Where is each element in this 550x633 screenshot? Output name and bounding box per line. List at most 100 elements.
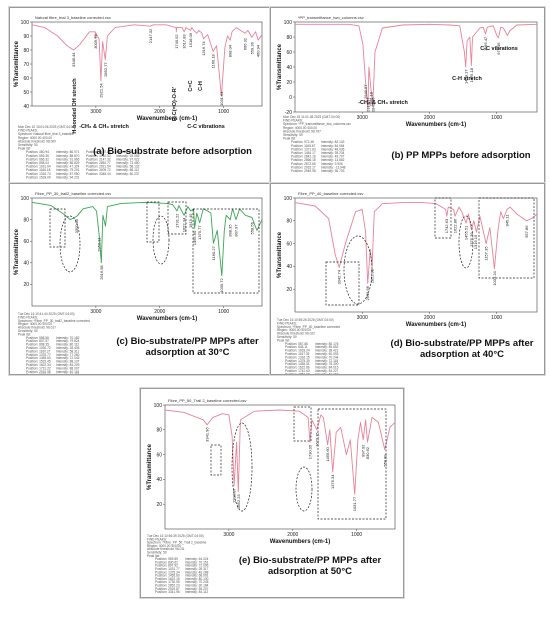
peak-label: 2842.16 [370,97,375,112]
report-peak-position: Position: 2921.54 [86,165,111,169]
report-line: Spectrum: *Fibre_PP_30_trail2_baseline c… [18,319,90,323]
y-tick-label: 20 [156,502,162,508]
report-line: Sensitivity: 50 [18,143,38,147]
report-peak-position: Position: 1622.86 [285,366,310,370]
band-annotation: C-C vibrations [187,124,225,130]
report-peak-position: Position: 2866.18 [291,158,316,162]
peak-label: 2921.54 [98,83,103,98]
y-tick-label: 100 [21,196,30,202]
spectrum-line [164,409,396,495]
peak-label: 1375.77 [197,225,202,240]
report-peak-intensity: Intensity: 80.112 [56,343,79,347]
y-tick-label: 20 [23,282,29,288]
peak-label: 666.32 [242,37,247,50]
peak-label: 845.11 [505,214,510,227]
report-peak-intensity: Intensity: 49.707 [321,155,345,159]
y-tick-label: 40 [286,264,292,270]
report-peak-position: Position: 845.11 [285,345,308,349]
peak-label: 1166.18 [211,53,216,68]
report-peak-intensity: Intensity: 84.227 [315,369,339,373]
report-peak-intensity: Intensity: 48.036 [321,147,345,151]
report-peak-intensity: Intensity: 77.260 [56,353,80,357]
y-tick-label: 80 [156,428,162,434]
y-tick-label: 20 [286,287,292,293]
peak-label: 2866.18 [369,91,374,106]
report-line: FIND PEAKS: [147,537,167,541]
report-peak-position: Position: 3009.72 [86,168,111,172]
report-peak-position: Position: 2919.87 [155,587,180,591]
peak-label: 1622.15 [314,432,319,447]
peak-label: 559.89 [382,454,387,467]
report-line: FIND PEAKS: [18,129,38,133]
plot-frame [164,404,396,530]
report-peak-position: Position: 2842.16 [291,155,316,159]
report-peak-position: Position: 1731.22 [26,366,51,370]
ftir-chart-c: Fibre_PP_30_trail2_baseline corrected.cs… [14,191,263,374]
report-peak-intensity: Intensity: 28.405 [56,346,80,350]
report-peak-intensity: Intensity: 87.950 [56,172,80,176]
report-peak-intensity: Intensity: 13.882 [321,158,345,162]
report-peak-position: Position: 2950.11 [26,373,51,374]
report-peak-position: Position: 1730.95 [155,580,180,584]
peak-label: 557.86 [524,225,529,238]
y-tick-label: 20 [286,80,292,86]
peak-label: 1455.60 [192,230,197,245]
report-peak-intensity: Intensity: 78.300 [315,362,339,366]
x-tick-label: 1000 [351,532,362,538]
report-peak-position: Position: 807.97 [26,339,49,343]
x-tick-label: 1000 [218,109,229,115]
peak-label: 1031.77 [352,496,357,511]
peak-label: 2852.23 [236,494,241,509]
peak-label: 559.36 [249,41,254,54]
peak-label: 1160.27 [211,245,216,260]
report-peak-intensity: Intensity: 84.209 [56,363,80,367]
report-peak-position: Position: 2872.65 [291,162,316,166]
report-peak-intensity: Intensity: 58.311 [56,349,79,353]
highlight-box [317,408,387,520]
x-axis-label: Wavenumbers (cm-1) [406,122,466,128]
report-peak-intensity: Intensity: 72.006 [185,564,209,568]
report-peak-intensity: Intensity: 91.966 [56,157,80,161]
report-peak-intensity: Intensity: 94.231 [56,175,80,179]
report-peak-position: Position: 1165.67 [291,144,316,148]
report-peak-position: Position: 1371.63 [291,147,316,151]
report-peak-position: Position: 1033.24 [285,349,310,353]
report-peak-position: Position: 559.89 [155,557,178,561]
report-peak-intensity: Intensity: 84.064 [321,144,345,148]
report-peak-intensity: Intensity: 84.015 [315,366,339,370]
report-peak-position: Position: 559.36 [26,154,49,158]
highlight-box [293,406,312,442]
report-peak-position: Position: 830.62 [155,560,178,564]
peak-label: 1455.60 [325,446,330,461]
report-peak-intensity: Intensity: 79.201 [56,168,80,172]
y-tick-label: 50 [23,90,29,96]
report-peak-position: Position: 1622.15 [155,577,180,581]
report-peak-position: Position: 557.86 [285,342,308,346]
report-peak-position: Position: 2915.17 [291,165,316,169]
report-line: Absolute threshold: 96.017 [18,326,56,330]
report-peak-intensity: Intensity: 70.151 [185,560,209,564]
report-peak-position: Position: 1031.64 [26,165,51,169]
x-tick-label: 2000 [154,109,165,115]
report-peak-intensity: Intensity: 46.288 [185,570,209,574]
report-peak-position: Position: 1455.51 [285,362,310,366]
y-tick-label: 80 [23,48,29,54]
peak-label: 830.62 [365,446,370,459]
peak-label: 1515.45 [188,213,193,228]
y-tick-label: 70 [23,62,29,68]
report-line: FIND PEAKS: [277,321,297,325]
report-line: FIND PEAKS: [283,119,303,123]
report-peak-position: Position: 897.92 [155,564,178,568]
panel-c: Fibre_PP_30_trail2_baseline corrected.cs… [9,183,270,375]
report-peak-position: Position: 3341.96 [155,590,180,594]
report-peak-position: Position: 1030.72 [26,346,51,350]
report-line: Tue Dec 16 10:41:44 2025 (GMT-04:00) [18,312,75,316]
report-line: Peak list: [147,554,160,558]
highlight-ellipse [59,215,81,273]
peak-label: 1375.18 [469,67,474,82]
report-peak-intensity: Intensity: 73.450 [116,161,140,165]
ftir-chart-b: *PP_transmittance_two_columns.csv-200204… [277,15,538,173]
report-line: Absolute threshold: 98.767 [283,129,321,133]
report-peak-intensity: Intensity: 9.906 [321,162,343,166]
